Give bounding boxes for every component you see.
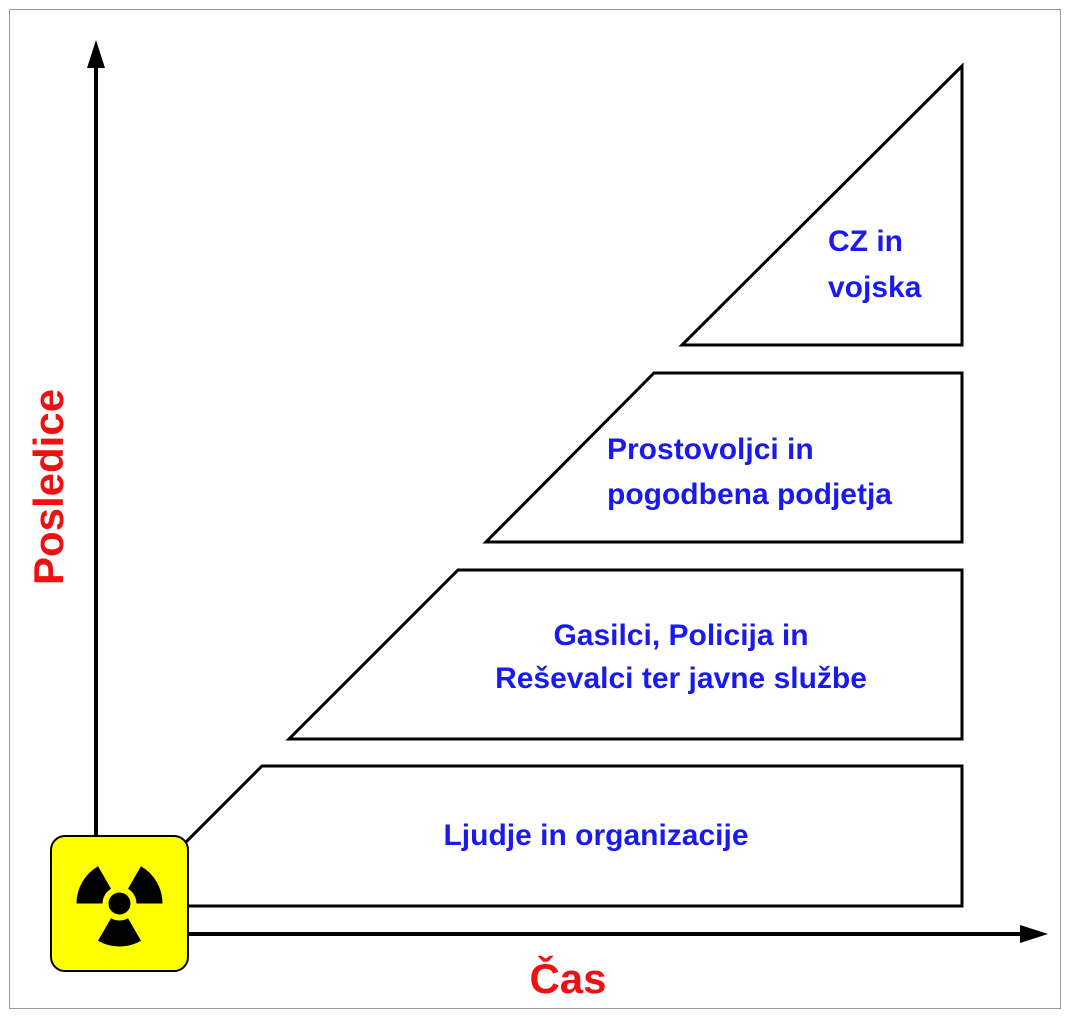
y-axis-arrow-icon: [87, 40, 105, 68]
tier-3-shape: [482, 371, 964, 544]
radiation-hazard-icon: [50, 835, 189, 972]
y-axis-label: Posledice: [25, 389, 72, 585]
x-axis-label: Čas: [529, 954, 606, 1002]
tier-3-label-line-1: Prostovoljci in: [607, 433, 814, 466]
tier-1-label-line-1: Ljudje in organizacije: [443, 819, 748, 852]
tier-4-label-line-1: CZ in: [828, 225, 903, 258]
tier-3-label-line-2: pogodbena podjetja: [607, 478, 892, 511]
tier-4-shape: [678, 62, 964, 347]
tier-2-label-line-2: Reševalci ter javne službe: [495, 662, 867, 695]
diagram-frame: [9, 9, 1061, 1009]
tier-4-label-line-2: vojska: [828, 271, 922, 304]
tier-2-label-line-1: Gasilci, Policija in: [553, 619, 808, 652]
y-axis: [87, 40, 105, 850]
tier-2-shape: [285, 568, 964, 741]
x-axis-arrow-icon: [1020, 925, 1048, 943]
x-axis: [150, 925, 1048, 943]
